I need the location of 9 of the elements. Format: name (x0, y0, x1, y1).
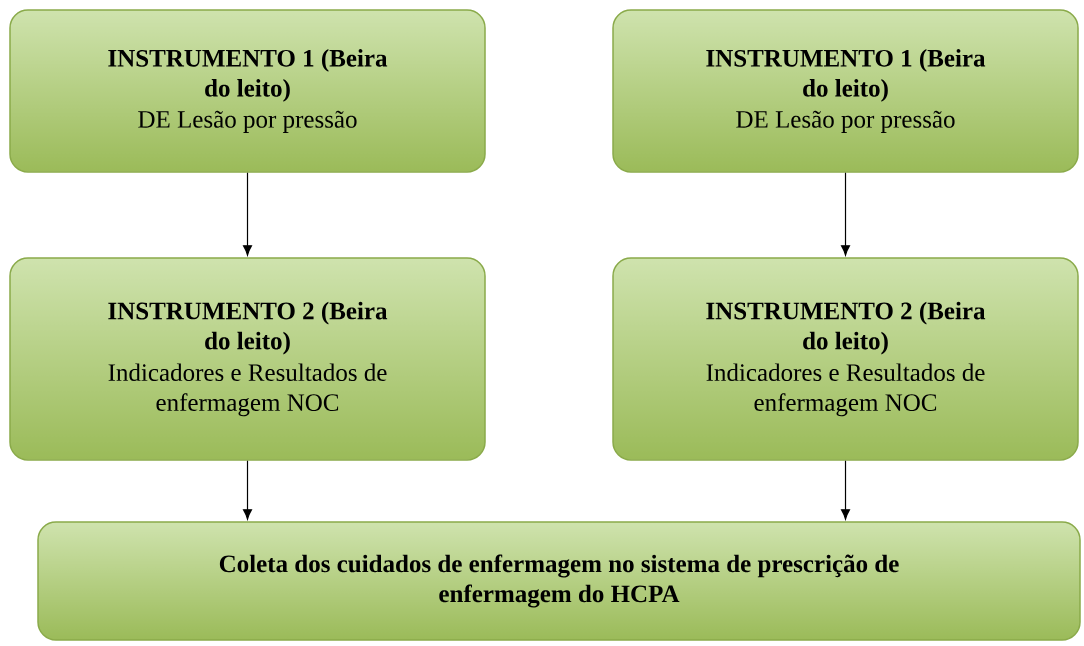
process-box: INSTRUMENTO 2 (Beira do leito) Indicadores e Resultados de enfermagem NOC (9, 257, 486, 461)
arrow (243, 172, 252, 256)
process-box: INSTRUMENTO 1 (Beira do leito) DE Lesão por pressão (9, 9, 486, 173)
arrow (243, 460, 252, 520)
process-box: INSTRUMENTO 2 (Beira do leito) Indicadores e Resultados de enfermagem NOC (612, 257, 1079, 461)
arrow (841, 172, 850, 256)
process-box: Coleta dos cuidados de enfermagem no sistema de prescrição de enfermagem do HCPA (37, 521, 1081, 641)
process-box: INSTRUMENTO 1 (Beira do leito) DE Lesão por pressão (612, 9, 1079, 173)
arrow (841, 460, 850, 520)
